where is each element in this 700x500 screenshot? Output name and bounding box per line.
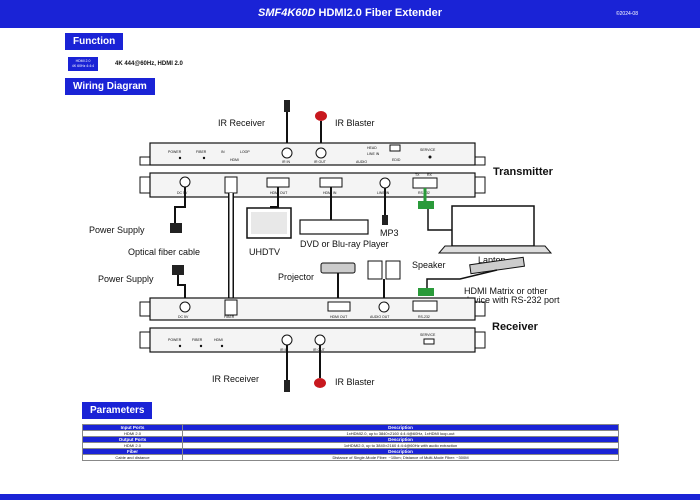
laptop-icon bbox=[451, 205, 535, 247]
badge-line-2: 4K 60Hz 4:4:4 bbox=[71, 64, 95, 68]
product-name: HDMI2.0 Fiber Extender bbox=[318, 7, 442, 19]
rx-back-label: HDMI OUT bbox=[330, 315, 348, 319]
tx-front-label: AUDIO bbox=[356, 160, 367, 164]
label-dvd: DVD or Blu-ray Player bbox=[300, 239, 389, 249]
label-power-supply-2: Power Supply bbox=[98, 274, 154, 284]
label-laptop: Laptop bbox=[478, 255, 506, 265]
header-bar: SMF4K60D HDMI2.0 Fiber Extender ©2024-08 bbox=[0, 0, 700, 28]
transmitter-front-panel: POWER FIBER IN LOOP HDMI IR IN IR OUT HE… bbox=[139, 142, 486, 166]
tx-front-label: HDMI bbox=[230, 158, 239, 162]
power-adapter-1-icon bbox=[170, 223, 182, 233]
tx-front-label: HEAD bbox=[367, 146, 377, 150]
rx-back-label: FIBER bbox=[224, 315, 235, 319]
tx-back-label: HDMI IN bbox=[323, 191, 337, 195]
tx-front-label: IR IN bbox=[282, 160, 290, 164]
wiring-diagram: IR Receiver IR Blaster POWER FIBER IN LO… bbox=[89, 100, 560, 392]
wiring-diagram-heading: Wiring Diagram bbox=[65, 78, 155, 95]
dvd-player-icon bbox=[299, 219, 369, 235]
tx-back-label: HDMI OUT bbox=[270, 191, 288, 195]
label-hdmi-matrix-1: HDMI Matrix or other bbox=[464, 286, 548, 296]
tx-front-label: LOOP bbox=[240, 150, 250, 154]
label-projector: Projector bbox=[278, 272, 314, 282]
revision-date: ©2024-08 bbox=[615, 11, 638, 17]
rx-back-label: AUDIO OUT bbox=[370, 315, 390, 319]
document-title: SMF4K60D HDMI2.0 Fiber Extender bbox=[0, 7, 700, 19]
rx-front-label: HDMI bbox=[214, 338, 223, 342]
parameters-heading: Parameters bbox=[82, 402, 153, 419]
label-ir-receiver-bottom: IR Receiver bbox=[212, 374, 259, 384]
tx-back-label: TX bbox=[415, 173, 420, 177]
label-ir-blaster-top: IR Blaster bbox=[335, 118, 375, 128]
speaker-right-icon bbox=[385, 260, 401, 280]
ir-blaster-bottom-icon bbox=[314, 378, 326, 388]
tx-front-label: IR OUT bbox=[314, 160, 327, 164]
ir-receiver-top-icon bbox=[284, 100, 290, 112]
ir-receiver-bottom-icon bbox=[284, 380, 290, 392]
label-ir-receiver-top: IR Receiver bbox=[218, 118, 265, 128]
projector-icon bbox=[320, 262, 356, 274]
transmitter-title: Transmitter bbox=[493, 166, 554, 178]
hdmi-badge-icon: HDMI 2.0 4K 60Hz 4:4:4 bbox=[68, 57, 98, 71]
label-optical-fiber: Optical fiber cable bbox=[128, 247, 200, 257]
label-hdmi-matrix-2: device with RS-232 port bbox=[464, 295, 560, 305]
label-speaker: Speaker bbox=[412, 260, 446, 270]
label-uhdtv: UHDTV bbox=[249, 247, 280, 257]
footer-bar bbox=[0, 494, 700, 500]
tx-front-label: POWER bbox=[168, 150, 182, 154]
model-name: SMF4K60D bbox=[257, 7, 316, 19]
label-ir-blaster-bottom: IR Blaster bbox=[335, 377, 375, 387]
feature-text: 4K 444@60Hz, HDMI 2.0 bbox=[115, 61, 183, 67]
tx-front-label: EDID bbox=[392, 158, 401, 162]
tx-front-label: LINE IN bbox=[367, 152, 380, 156]
tx-front-label: IN bbox=[221, 150, 225, 154]
power-adapter-2-icon bbox=[172, 265, 184, 275]
receiver-title: Receiver bbox=[492, 321, 539, 333]
rx-front-label: FIBER bbox=[192, 338, 203, 342]
rs232-connector-rx-icon bbox=[418, 288, 434, 296]
rx-front-label: IR IN bbox=[280, 348, 288, 352]
rx-back-label: DC 5V bbox=[178, 315, 189, 319]
function-heading: Function bbox=[65, 33, 124, 50]
receiver-front-panel: POWER FIBER HDMI IR IN IR OUT SERVICE bbox=[139, 327, 486, 353]
table-key-cell: Cable and distance bbox=[82, 454, 183, 461]
transmitter-back-panel: DC 5V HDMI OUT HDMI IN LINE IN RS-232 TX… bbox=[139, 172, 486, 198]
table-value-cell: Distance of Single-Mode Fiber: ~10km; Di… bbox=[182, 454, 619, 461]
speaker-left-icon bbox=[367, 260, 383, 280]
rx-front-label: SERVICE bbox=[420, 333, 436, 337]
tx-back-label: DC 5V bbox=[177, 191, 188, 195]
label-power-supply-1: Power Supply bbox=[89, 225, 145, 235]
label-mp3: MP3 bbox=[380, 228, 399, 238]
mp3-icon bbox=[382, 215, 388, 225]
rs232-connector-tx-icon bbox=[418, 201, 434, 209]
badge-line-1: HDMI 2.0 bbox=[75, 59, 91, 63]
hdmi-matrix-icon bbox=[469, 256, 525, 275]
ir-blaster-top-icon bbox=[315, 111, 327, 121]
rx-back-label: RS-232 bbox=[418, 315, 430, 319]
tx-front-label: FIBER bbox=[196, 150, 207, 154]
tx-back-label: RX bbox=[427, 173, 433, 177]
tx-back-label: LINE IN bbox=[377, 191, 390, 195]
tx-front-label: SERVICE bbox=[420, 148, 436, 152]
receiver-back-panel: DC 5V FIBER HDMI OUT AUDIO OUT RS-232 bbox=[139, 297, 486, 321]
rx-front-label: POWER bbox=[168, 338, 182, 342]
